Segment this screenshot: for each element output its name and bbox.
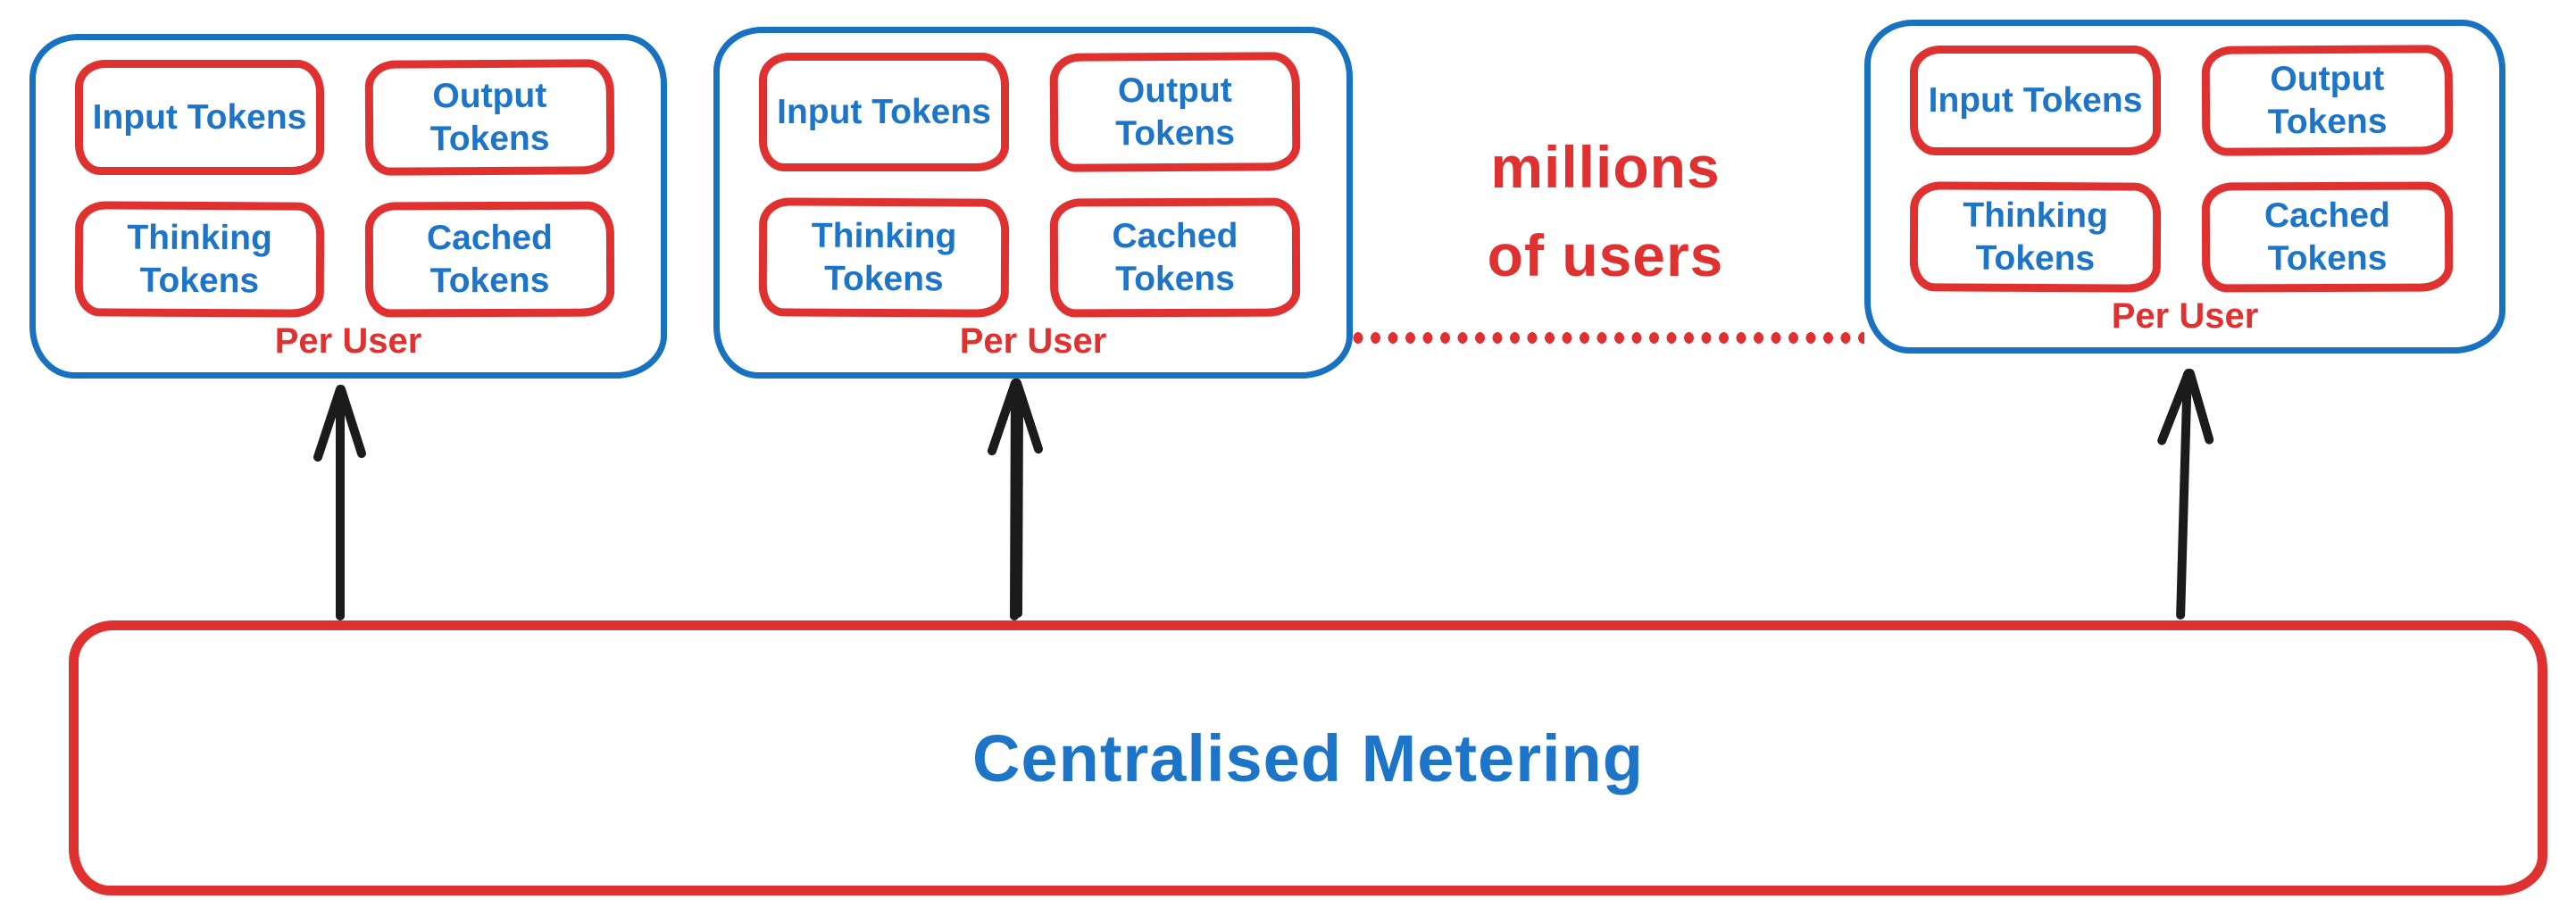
token-grid: Input Tokens Output Tokens Thinking Toke… [1871,26,2499,293]
per-user-card-2: Input Tokens Output Tokens Thinking Toke… [713,27,1353,379]
token-box-output-tokens: Output Tokens [1049,52,1301,172]
token-label: Thinking Tokens [811,216,957,298]
token-label: Thinking Tokens [127,218,272,300]
token-box-thinking-tokens: Thinking Tokens [1909,181,2162,293]
token-label: Output Tokens [1115,71,1236,153]
token-box-output-tokens: Output Tokens [2201,45,2454,156]
token-box-input-tokens: Input Tokens [1910,46,2161,155]
token-label: Output Tokens [429,76,550,158]
centralised-metering-label: Centralised Metering [972,720,1644,795]
token-grid: Input Tokens Output Tokens Thinking Toke… [720,33,1346,318]
token-box-output-tokens: Output Tokens [364,59,615,176]
per-user-card-3: Input Tokens Output Tokens Thinking Toke… [1864,20,2505,354]
per-user-label: Per User [2111,296,2259,336]
note-line-2: of users [1487,222,1724,288]
millions-of-users-note: millions of users [1350,123,1861,300]
token-label: Input Tokens [777,92,991,131]
token-grid: Input Tokens Output Tokens Thinking Toke… [36,40,661,318]
arrow-up-icon [304,384,376,620]
token-label: Input Tokens [1928,80,2143,120]
token-label: Output Tokens [2267,59,2388,141]
arrow-up-icon [2147,365,2223,620]
token-label: Cached Tokens [1112,216,1238,298]
token-box-input-tokens: Input Tokens [759,53,1009,171]
token-box-thinking-tokens: Thinking Tokens [758,197,1010,318]
per-user-label: Per User [959,320,1107,361]
token-box-cached-tokens: Cached Tokens [2201,181,2454,293]
token-label: Cached Tokens [426,218,553,300]
per-user-label: Per User [274,320,422,361]
token-box-cached-tokens: Cached Tokens [1049,197,1301,318]
token-label: Input Tokens [92,97,307,137]
arrow-up-icon [980,378,1051,620]
token-box-cached-tokens: Cached Tokens [364,201,615,318]
dotted-ellipsis-line [1352,331,1864,345]
centralised-metering-box: Centralised Metering [69,620,2547,895]
per-user-card-1: Input Tokens Output Tokens Thinking Toke… [29,34,667,379]
token-box-input-tokens: Input Tokens [75,60,324,175]
note-line-1: millions [1490,134,1721,200]
token-box-thinking-tokens: Thinking Tokens [74,201,325,318]
token-label: Thinking Tokens [1963,196,2108,278]
token-label: Cached Tokens [2263,196,2390,278]
